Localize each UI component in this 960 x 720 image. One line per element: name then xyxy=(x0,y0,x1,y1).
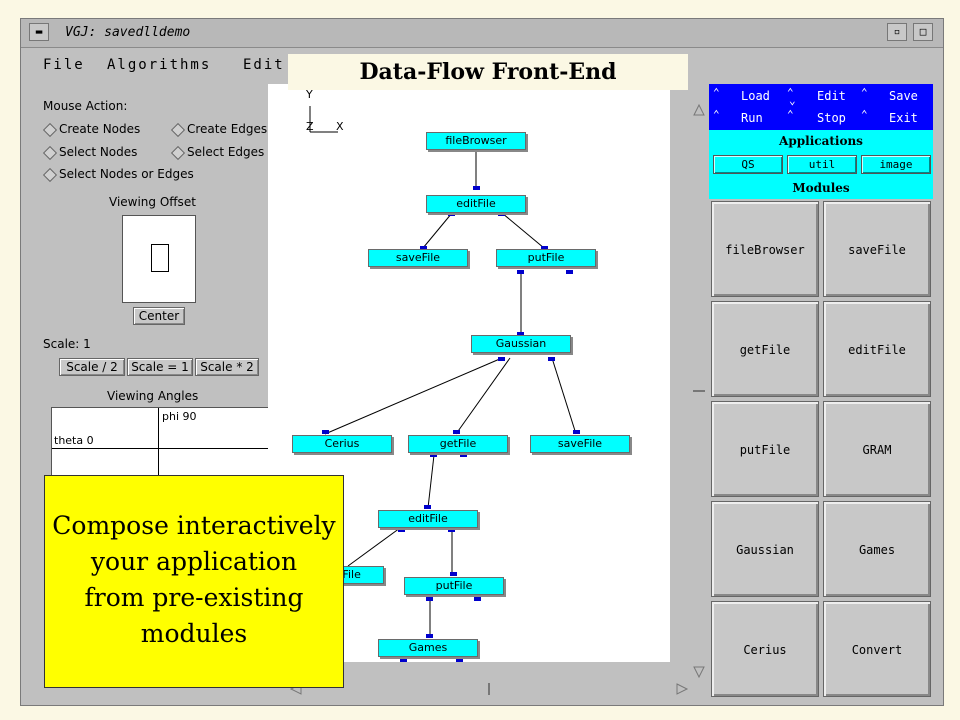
axis-z-label: Z xyxy=(306,120,314,133)
modules-header: Modules xyxy=(709,177,933,199)
edit-chevron-icon: ⌃ xyxy=(787,86,794,99)
phi-label: phi 90 xyxy=(162,410,197,423)
edge-editfile-savefile-2 xyxy=(347,527,401,567)
menu-file[interactable]: File xyxy=(43,57,85,73)
edit-button[interactable]: Edit xyxy=(817,89,846,103)
edge-gaussian-savefile xyxy=(551,357,577,435)
node-editfile[interactable]: editFile xyxy=(426,195,526,213)
applications-row: QS util image xyxy=(709,152,933,177)
run-chevron-icon: ⌃ xyxy=(713,108,720,121)
mouse-action-label: Mouse Action: xyxy=(43,99,128,113)
radio-create-nodes[interactable]: Create Nodes xyxy=(43,122,140,136)
maximize-icon[interactable]: □ xyxy=(913,23,933,41)
edge-getfile-editfile xyxy=(427,454,435,509)
node-getfile[interactable]: getFile xyxy=(408,435,508,453)
canvas-horizontal-scrollbar[interactable] xyxy=(289,681,691,697)
node-editfile-2[interactable]: editFile xyxy=(378,510,478,528)
canvas-vertical-scrollbar[interactable] xyxy=(691,103,707,681)
module-editfile[interactable]: editFile xyxy=(823,301,931,397)
edge-gaussian-getfile xyxy=(455,357,511,435)
minimize-icon[interactable]: ▫ xyxy=(887,23,907,41)
app-qs-button[interactable]: QS xyxy=(713,155,783,174)
radio-select-edges[interactable]: Select Edges xyxy=(171,145,264,159)
load-button[interactable]: Load xyxy=(741,89,770,103)
radio-create-edges[interactable]: Create Edges xyxy=(171,122,267,136)
edit-check-icon: ⌄ xyxy=(789,94,796,107)
node-savefile[interactable]: saveFile xyxy=(368,249,468,267)
viewing-angles-box[interactable]: phi 90 theta 0 xyxy=(51,407,270,488)
scale-double-button[interactable]: Scale * 2 xyxy=(195,358,259,376)
node-cerius[interactable]: Cerius xyxy=(292,435,392,453)
applications-header: Applications xyxy=(709,130,933,152)
module-getfile[interactable]: getFile xyxy=(711,301,819,397)
banner-title: Data-Flow Front-End xyxy=(288,54,688,90)
exit-chevron-icon: ⌃ xyxy=(861,108,868,121)
scroll-right-arrow-icon xyxy=(676,683,689,695)
radio-select-nodes-or-edges[interactable]: Select Nodes or Edges xyxy=(43,167,194,181)
callout-line-4: modules xyxy=(140,619,248,648)
viewing-angles-label: Viewing Angles xyxy=(107,389,199,403)
scroll-up-arrow-icon xyxy=(693,103,705,116)
node-putfile[interactable]: putFile xyxy=(496,249,596,267)
node-putfile-2[interactable]: putFile xyxy=(404,577,504,595)
module-games[interactable]: Games xyxy=(823,501,931,597)
hscroll-track xyxy=(289,683,689,695)
module-putfile[interactable]: putFile xyxy=(711,401,819,497)
center-button[interactable]: Center xyxy=(133,307,185,325)
callout-box: Compose interactively your application f… xyxy=(44,475,344,688)
axis-y-label: Y xyxy=(306,88,313,101)
axis-x-label: X xyxy=(336,120,344,133)
callout-line-3: from pre-existing xyxy=(84,583,304,612)
window-menu-icon[interactable]: ▬ xyxy=(29,23,49,41)
radio-select-nodes[interactable]: Select Nodes xyxy=(43,145,137,159)
module-filebrowser[interactable]: fileBrowser xyxy=(711,201,819,297)
callout-line-1: Compose interactively xyxy=(52,511,336,540)
module-gram[interactable]: GRAM xyxy=(823,401,931,497)
save-button[interactable]: Save xyxy=(889,89,918,103)
theta-axis xyxy=(52,448,270,449)
load-chevron-icon: ⌃ xyxy=(713,86,720,99)
graph-canvas[interactable]: Y Z X fileBrowser editFile saveFile putF… xyxy=(268,84,670,662)
edge-editfile-putfile xyxy=(501,212,545,249)
stop-button[interactable]: Stop xyxy=(817,111,846,125)
module-savefile[interactable]: saveFile xyxy=(823,201,931,297)
node-gaussian[interactable]: Gaussian xyxy=(471,335,571,353)
scale-one-button[interactable]: Scale = 1 xyxy=(127,358,193,376)
viewing-offset-box[interactable] xyxy=(122,215,196,303)
edge-editfile-savefile xyxy=(422,212,453,249)
node-filebrowser[interactable]: fileBrowser xyxy=(426,132,526,150)
window-title: VGJ: savedlldemo xyxy=(65,25,191,40)
scroll-down-arrow-icon xyxy=(693,666,705,679)
stop-chevron-icon: ⌃ xyxy=(787,108,794,121)
save-chevron-icon: ⌃ xyxy=(861,86,868,99)
menu-edit[interactable]: Edit xyxy=(243,57,285,73)
run-button[interactable]: Run xyxy=(741,111,763,125)
module-gaussian[interactable]: Gaussian xyxy=(711,501,819,597)
modules-grid: fileBrowser saveFile getFile editFile pu… xyxy=(709,199,933,699)
module-cerius[interactable]: Cerius xyxy=(711,601,819,697)
title-bar: ▬ VGJ: savedlldemo ▫ □ xyxy=(21,19,943,48)
callout-line-2: your application xyxy=(90,547,298,576)
node-games[interactable]: Games xyxy=(378,639,478,657)
scale-label: Scale: 1 xyxy=(43,337,91,351)
edge-gaussian-cerius xyxy=(324,357,503,435)
module-convert[interactable]: Convert xyxy=(823,601,931,697)
exit-button[interactable]: Exit xyxy=(889,111,918,125)
control-panel: ⌃ Load ⌃ ⌄ Edit ⌃ Save ⌃ Run ⌃ Stop ⌃ Ex… xyxy=(709,84,933,130)
app-util-button[interactable]: util xyxy=(787,155,857,174)
menu-algorithms[interactable]: Algorithms xyxy=(107,57,212,73)
viewport-indicator[interactable] xyxy=(151,244,169,272)
vscroll-track xyxy=(693,103,705,679)
scale-half-button[interactable]: Scale / 2 xyxy=(59,358,125,376)
app-image-button[interactable]: image xyxy=(861,155,931,174)
node-savefile-2[interactable]: saveFile xyxy=(530,435,630,453)
graph-edges xyxy=(309,106,580,662)
theta-label: theta 0 xyxy=(54,434,94,447)
viewing-offset-label: Viewing Offset xyxy=(109,195,196,209)
